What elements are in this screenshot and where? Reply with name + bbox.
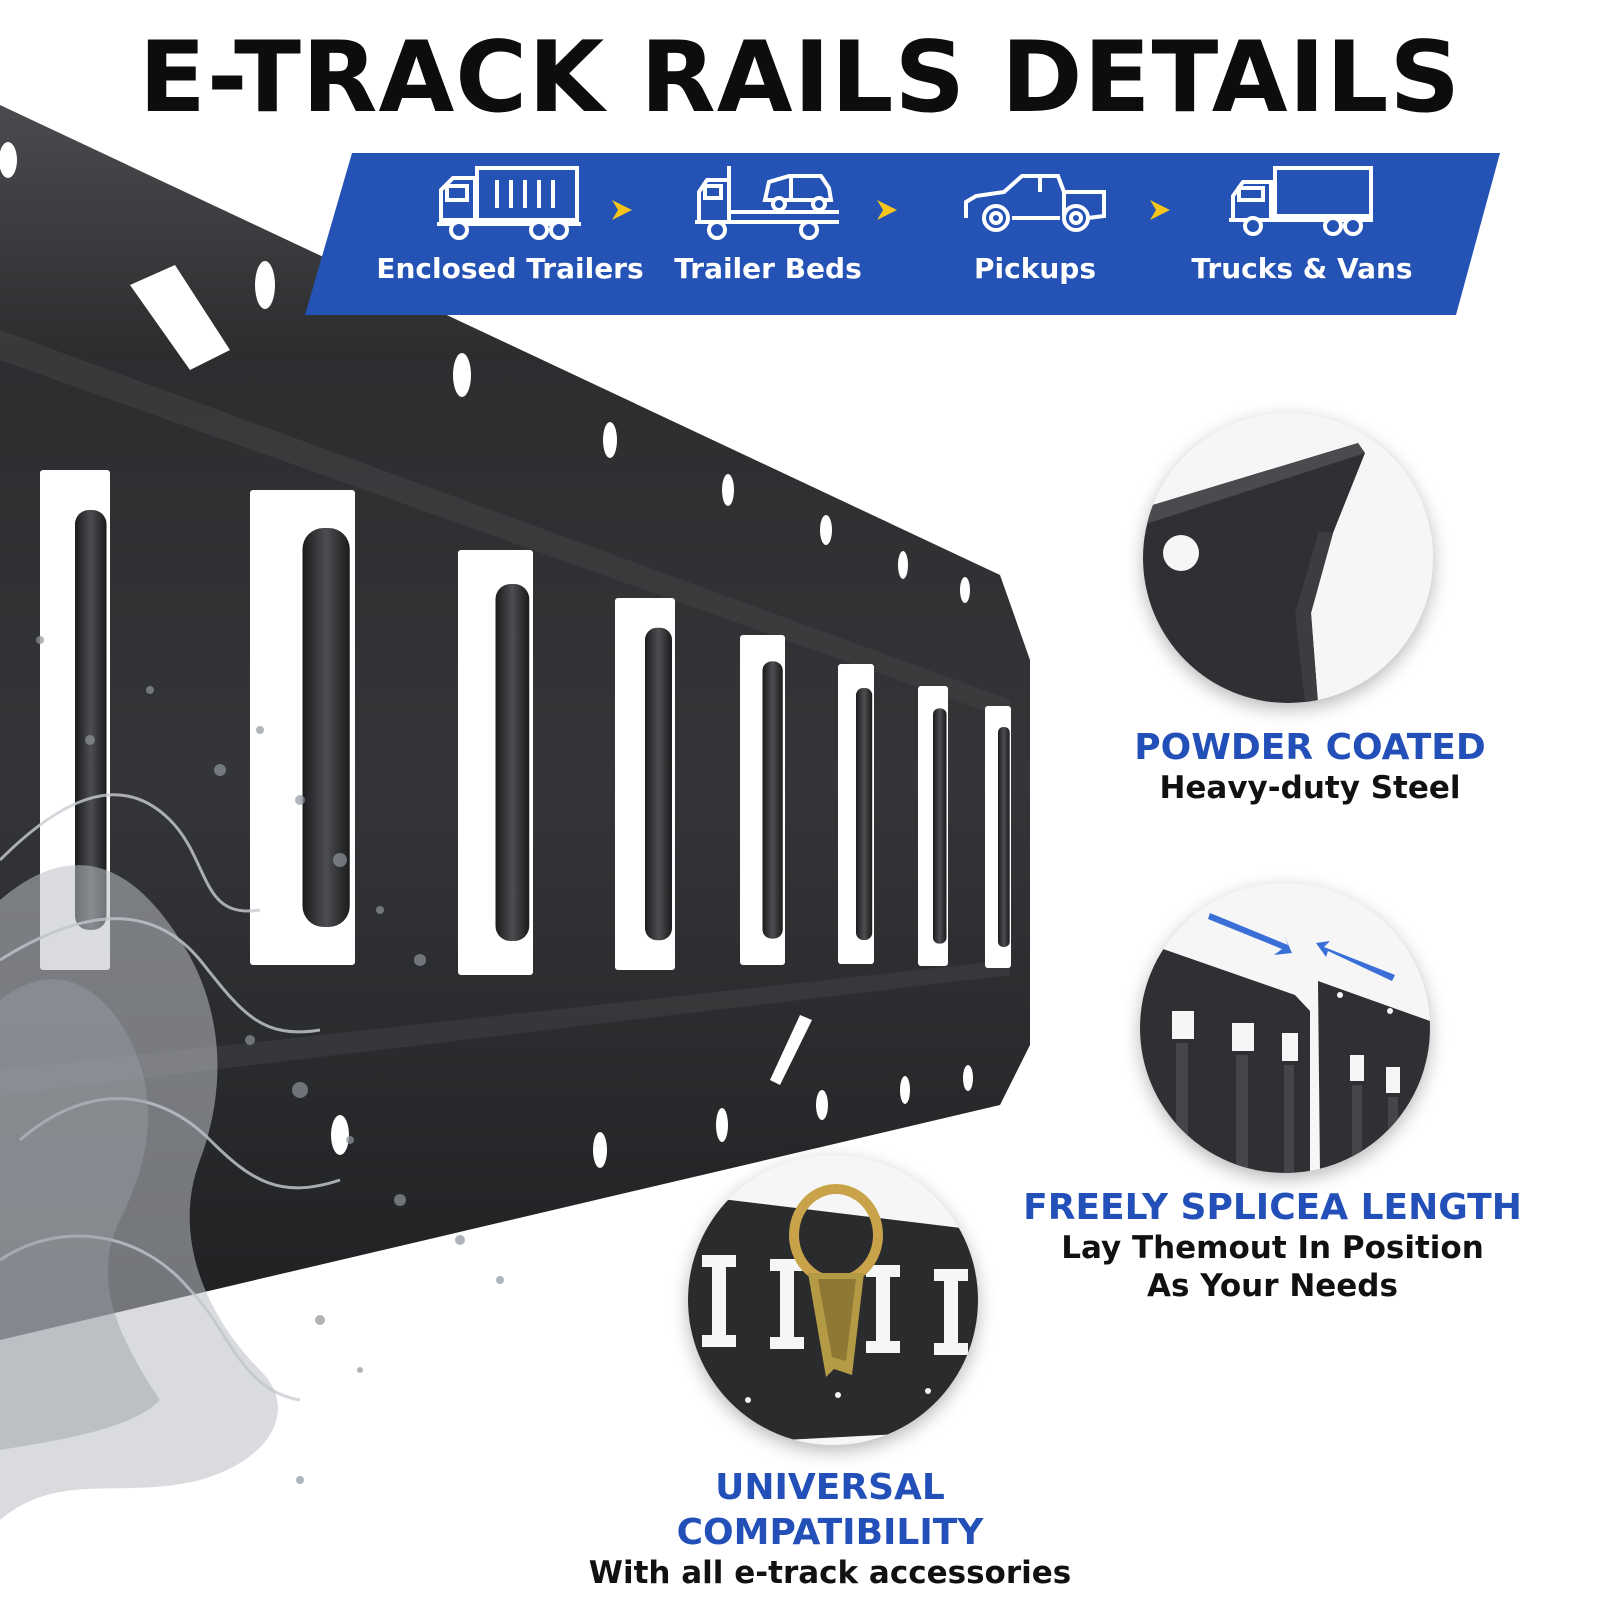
application-label: Trailer Beds — [674, 252, 862, 285]
rail-slot-bar — [495, 584, 530, 941]
rail-diagonal-slot — [770, 1015, 812, 1085]
flatbed-trailer-icon — [695, 166, 839, 240]
feature-description: As Your Needs — [1147, 1267, 1398, 1304]
application-label: Trucks & Vans — [1191, 252, 1413, 285]
rail-mounting-hole — [453, 353, 471, 397]
rail-mounting-hole — [963, 1065, 973, 1091]
universal-compatibility-detail-image — [688, 1155, 978, 1445]
feature-title: POWDER COATED — [1134, 727, 1486, 768]
rail-mounting-hole — [960, 577, 970, 603]
splice-length-detail-image — [1140, 883, 1430, 1173]
application-label: Pickups — [974, 252, 1096, 285]
rail-diagonal-slot — [130, 265, 230, 370]
rail-mounting-hole — [816, 1090, 828, 1120]
pickup-truck-icon — [964, 174, 1106, 232]
powder-coated-detail-image — [1143, 413, 1433, 703]
feature-title: FREELY SPLICEA LENGTH — [1023, 1187, 1522, 1228]
application-label: Enclosed Trailers — [376, 252, 644, 285]
applications-banner — [305, 153, 1500, 315]
applications-row: Enclosed Trailers Trailer Beds Pickups — [340, 150, 1460, 310]
rail-slot-bar — [302, 528, 350, 927]
feature-description: Heavy-duty Steel — [1159, 770, 1461, 806]
rail-slot-bar — [856, 688, 873, 940]
chevron-right-icon — [877, 200, 897, 220]
page-title: E-TRACK RAILS DETAILS — [138, 21, 1462, 135]
application-trucks-vans: Trucks & Vans — [1152, 162, 1452, 285]
chevron-right-icon — [1150, 200, 1170, 220]
rail-mounting-hole — [820, 515, 832, 545]
rail-mounting-hole — [722, 474, 734, 506]
feature-powder-coated: POWDER COATED Heavy-duty Steel — [1100, 725, 1520, 808]
rail-slot-bar — [762, 661, 783, 939]
rail-mounting-hole — [898, 551, 908, 579]
chevron-right-icon — [612, 200, 632, 220]
enclosed-trailer-icon — [437, 166, 581, 240]
feature-description: Lay Themout In Position — [1061, 1230, 1484, 1266]
rail-mounting-hole — [603, 422, 617, 458]
rail-mounting-hole — [716, 1108, 728, 1142]
application-enclosed-trailers: Enclosed Trailers — [360, 162, 660, 285]
rail-slot-bar — [933, 708, 947, 944]
feature-description: With all e-track accessories — [588, 1555, 1072, 1591]
box-truck-icon — [1229, 166, 1373, 236]
water-splash-image — [0, 636, 504, 1520]
rail-slot-bar — [75, 510, 107, 930]
rail-mounting-hole — [0, 142, 17, 178]
rail-slot-bar — [645, 627, 672, 941]
rail-mounting-hole — [331, 1115, 349, 1155]
rail-mounting-hole — [593, 1132, 607, 1168]
feature-universal-compatibility: UNIVERSAL COMPATIBILITY With all e-track… — [560, 1465, 1100, 1593]
feature-splice-length: FREELY SPLICEA LENGTH Lay Themout In Pos… — [1020, 1185, 1525, 1306]
application-pickups: Pickups — [885, 162, 1185, 285]
rail-slot-bar — [998, 726, 1010, 948]
feature-title: UNIVERSAL COMPATIBILITY — [676, 1467, 984, 1553]
rail-mounting-hole — [255, 261, 275, 309]
application-trailer-beds: Trailer Beds — [618, 162, 918, 285]
rail-mounting-hole — [900, 1076, 910, 1104]
